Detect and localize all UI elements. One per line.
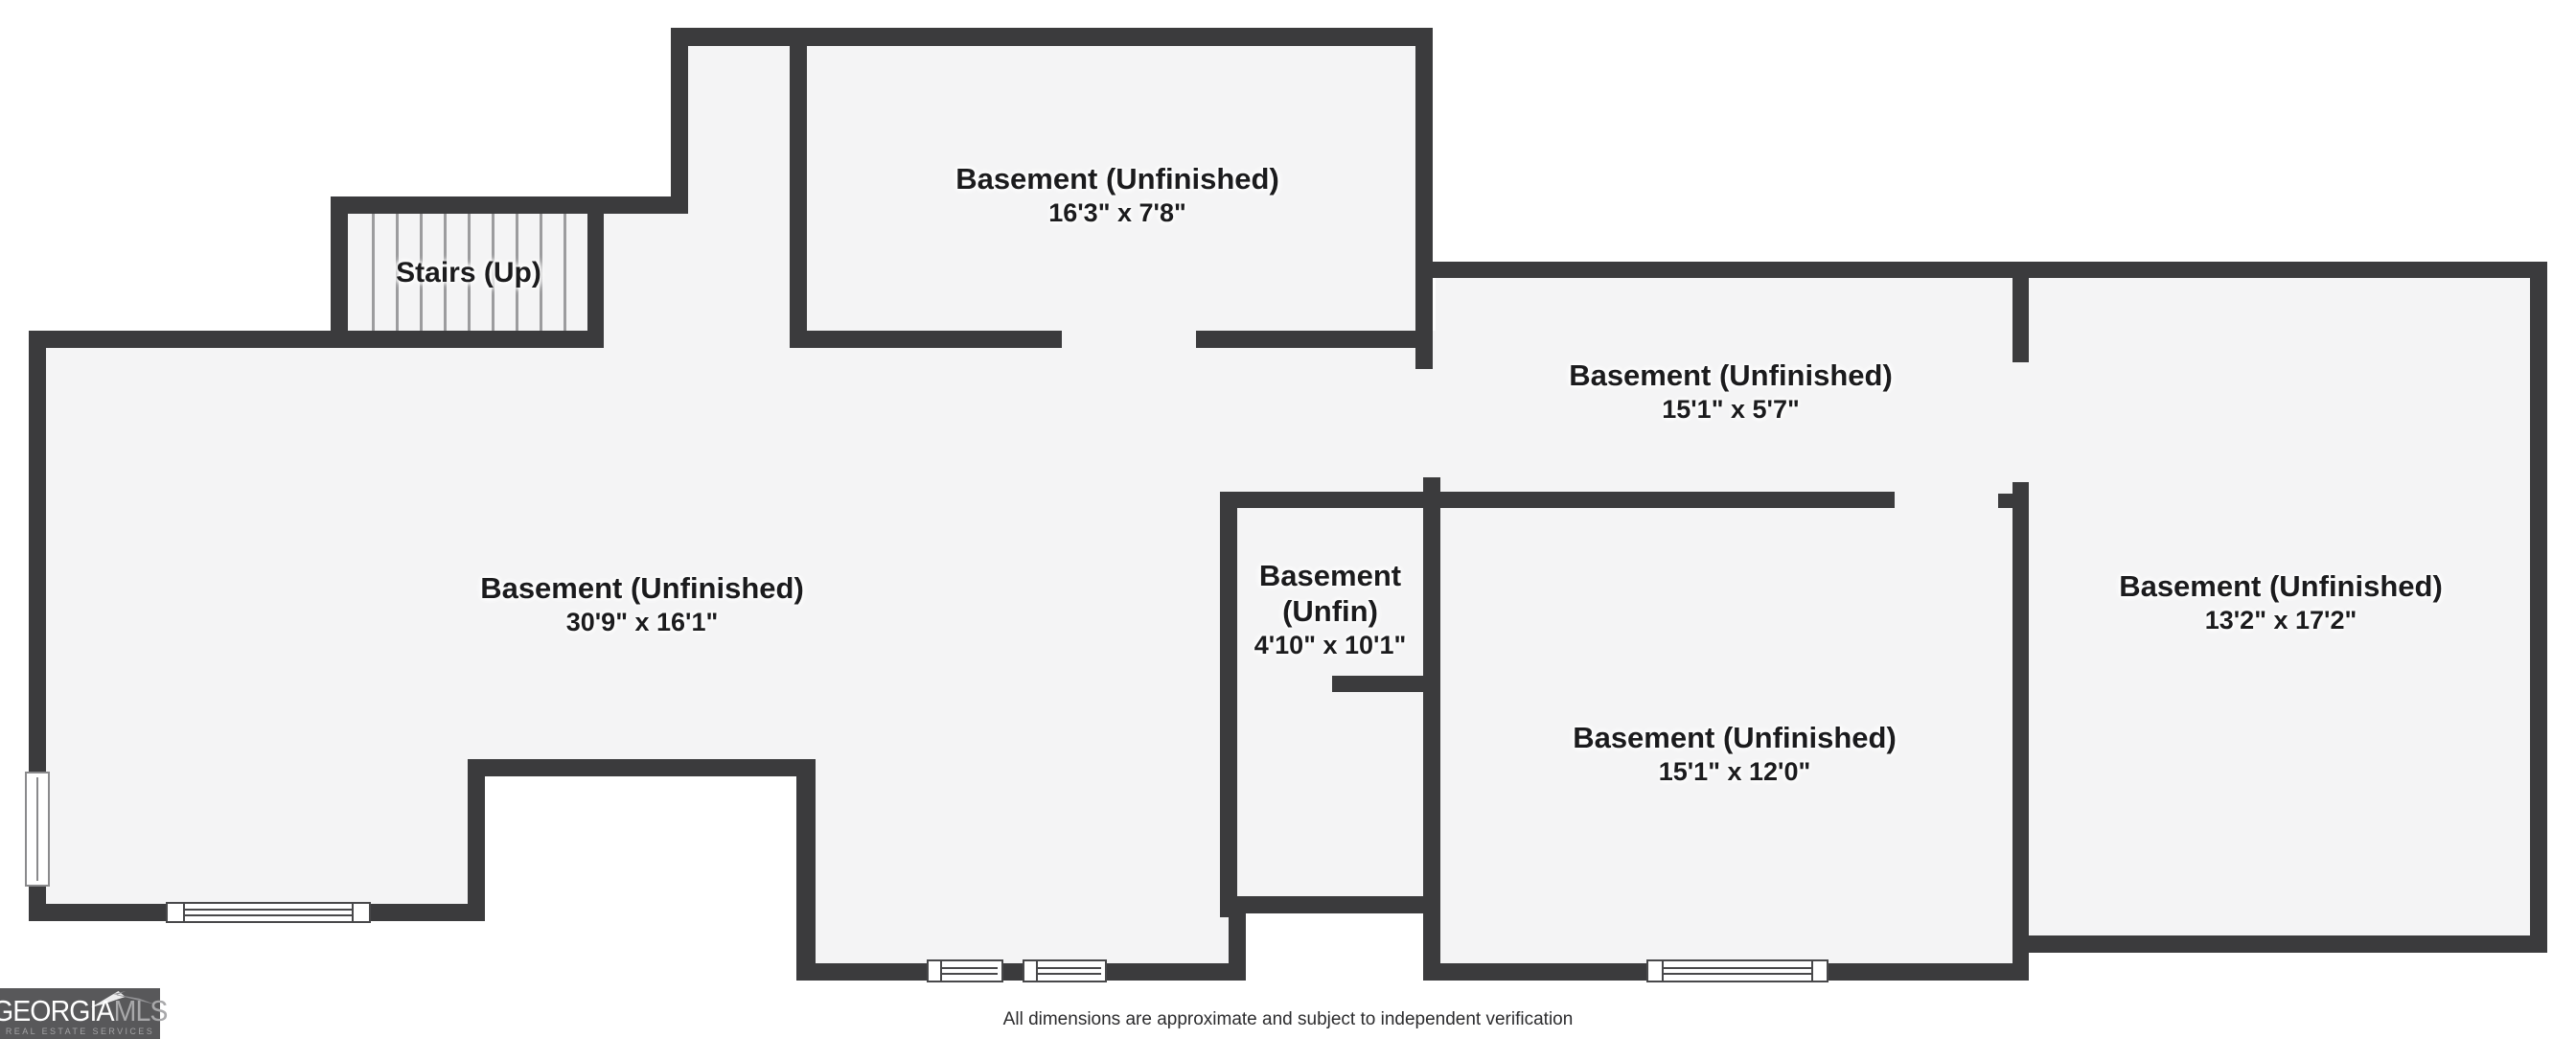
room-label-basement-right: Basement (Unfinished) 13'2" x 17'2" — [1993, 568, 2568, 636]
stair-tread — [372, 214, 375, 331]
room-label-basement-left: Basement (Unfinished) 30'9" x 16'1" — [355, 570, 930, 638]
window-symbol — [1023, 959, 1107, 982]
room-dimensions: 15'1" x 5'7" — [1662, 395, 1800, 424]
exterior-notch — [485, 776, 796, 987]
georgia-mls-logo: GEORGIAMLS REAL ESTATE SERVICES — [0, 988, 169, 1039]
room-label-basement-mid-lower: Basement (Unfinished) 15'1" x 12'0" — [1447, 720, 2022, 788]
window-symbol — [1646, 959, 1828, 982]
stair-tread — [468, 214, 471, 331]
room-label-basement-small: Basement (Unfin) 4'10" x 10'1" — [1225, 558, 1436, 661]
room-dimensions: 15'1" x 12'0" — [1658, 757, 1811, 786]
wall — [1220, 492, 1237, 917]
wall — [1332, 676, 1426, 692]
wall — [1433, 262, 2547, 278]
wall — [796, 963, 1246, 981]
stair-tread — [492, 214, 494, 331]
stair-tread — [420, 214, 423, 331]
wall — [671, 28, 1433, 46]
wall — [1196, 331, 1433, 348]
room-name: Basement (Unfinished) — [1569, 358, 1893, 392]
room-dimensions: 4'10" x 10'1" — [1254, 631, 1407, 659]
window-symbol — [166, 902, 371, 923]
wall — [2012, 278, 2029, 362]
floor-area — [1433, 492, 2029, 981]
wall — [1415, 28, 1433, 369]
room-name: Basement — [1258, 559, 1402, 592]
stair-tread — [444, 214, 447, 331]
wall — [587, 214, 604, 331]
room-name: (Unfin) — [1282, 594, 1378, 628]
room-label-stairs: Stairs (Up) — [373, 255, 564, 290]
window-symbol — [927, 959, 1003, 982]
room-name: Basement (Unfinished) — [1573, 721, 1897, 754]
room-dimensions: 13'2" x 17'2" — [2204, 606, 2358, 635]
stair-tread — [396, 214, 399, 331]
room-dimensions: 16'3" x 7'8" — [1048, 198, 1186, 227]
room-name: Basement (Unfinished) — [955, 162, 1279, 196]
wall — [468, 759, 485, 921]
wall — [1220, 492, 1895, 508]
wall — [468, 759, 816, 776]
stair-tread — [516, 214, 518, 331]
floor-area — [1220, 492, 1436, 913]
stair-tread — [564, 214, 566, 331]
wall — [671, 28, 688, 209]
floor-area — [331, 196, 688, 348]
wall — [2029, 935, 2547, 953]
disclaimer-text: All dimensions are approximate and subje… — [1002, 1009, 1574, 1029]
stair-tread — [540, 214, 542, 331]
wall — [1423, 477, 1440, 981]
wall — [1220, 896, 1433, 913]
wall — [331, 196, 688, 214]
wall — [796, 759, 816, 981]
logo-tagline: REAL ESTATE SERVICES — [5, 1027, 155, 1036]
wall — [1998, 494, 2012, 508]
window-symbol — [25, 772, 50, 887]
room-dimensions: 30'9" x 16'1" — [565, 608, 719, 636]
wall — [2530, 262, 2547, 953]
logo-mls-text: MLS — [113, 994, 169, 1027]
room-label-basement-top: Basement (Unfinished) 16'3" x 7'8" — [830, 161, 1405, 229]
wall — [790, 331, 1062, 348]
room-name: Stairs (Up) — [396, 257, 541, 289]
room-label-basement-mid-upper: Basement (Unfinished) 15'1" x 5'7" — [1443, 358, 2018, 426]
floor-area — [796, 759, 1246, 981]
room-name: Basement (Unfinished) — [480, 571, 804, 605]
logo-georgia-text: GEORGIA — [0, 994, 115, 1027]
wall — [790, 46, 807, 348]
room-name: Basement (Unfinished) — [2119, 569, 2443, 603]
wall — [29, 331, 604, 348]
wall — [2012, 482, 2029, 981]
logo-brand-text: GEORGIAMLS — [0, 994, 169, 1027]
wall — [1229, 896, 1246, 981]
wall — [331, 196, 348, 348]
